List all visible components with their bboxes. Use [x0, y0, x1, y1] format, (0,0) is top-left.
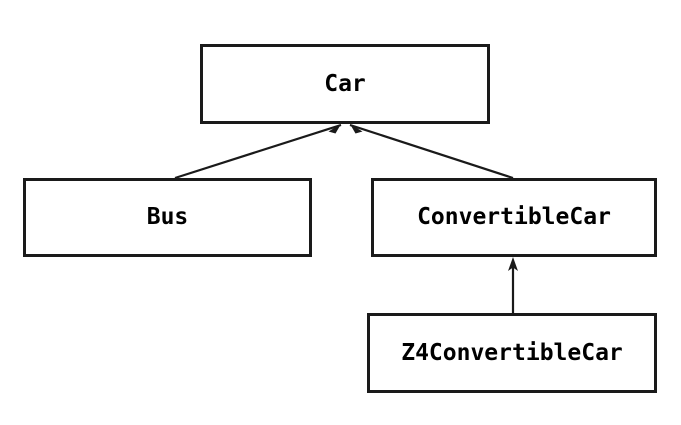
class-name-z4-convertible-car: Z4ConvertibleCar: [401, 339, 623, 366]
arrowhead-z4convertiblecar-to-convertiblecar: [508, 257, 518, 271]
class-name-bus: Bus: [146, 204, 189, 230]
arrowhead-bus-to-car: [328, 124, 341, 134]
inheritance-arrow-z4convertiblecar-to-convertiblecar: [508, 257, 518, 313]
class-name-car: Car: [324, 70, 366, 97]
inheritance-line-bus-to-car: [174, 123, 342, 180]
inheritance-line-convertiblecar-to-car: [349, 123, 514, 180]
class-box-car[interactable]: Car: [200, 44, 490, 124]
class-box-convertible-car[interactable]: ConvertibleCar: [371, 178, 657, 257]
inheritance-arrow-bus-to-car: [174, 123, 342, 180]
inheritance-arrow-convertiblecar-to-car: [349, 123, 514, 180]
class-name-convertible-car: ConvertibleCar: [417, 204, 611, 230]
class-box-bus[interactable]: Bus: [23, 178, 312, 257]
class-box-z4-convertible-car[interactable]: Z4ConvertibleCar: [367, 313, 657, 393]
arrowhead-convertiblecar-to-car: [350, 124, 363, 134]
